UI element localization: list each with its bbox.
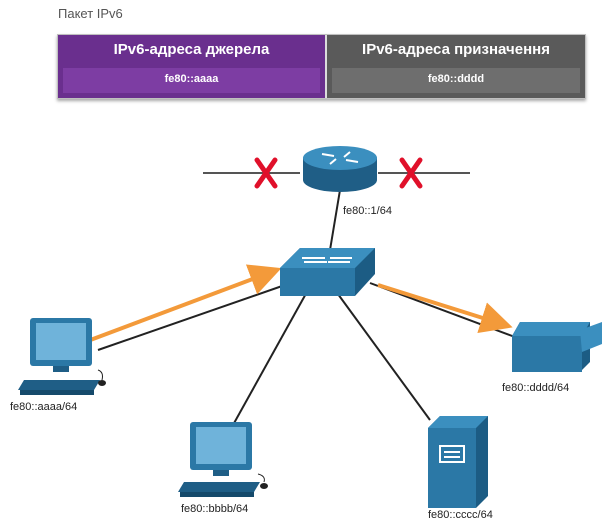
pc-b-address-label: fe80::bbbb/64 (181, 503, 249, 515)
printer-address-label: fe80::dddd/64 (502, 382, 570, 394)
blocked-left-x-icon (254, 157, 278, 189)
pc-b-icon[interactable] (178, 422, 268, 497)
blocked-right-x-icon (399, 157, 423, 189)
destination-address-value: fe80::dddd (332, 68, 580, 93)
link-pc-b (232, 289, 309, 426)
flow-arrow-to-switch (84, 264, 282, 344)
router-switch-link (329, 189, 341, 251)
destination-address-field: IPv6-адреса призначення fe80::dddd (327, 35, 585, 98)
pc-source-icon[interactable] (18, 318, 106, 395)
source-address-value: fe80::aaaa (63, 68, 320, 93)
destination-address-header: IPv6-адреса призначення (362, 41, 550, 58)
source-address-field: IPv6-адреса джерела fe80::aaaa (58, 35, 325, 98)
link-server (334, 289, 431, 421)
server-icon[interactable] (428, 416, 488, 508)
source-address-header: IPv6-адреса джерела (113, 41, 270, 58)
printer-icon[interactable] (512, 322, 602, 372)
server-address-label: fe80::cccc/64 (428, 509, 493, 521)
router-icon[interactable] (303, 146, 377, 192)
packet-title: Пакет IPv6 (58, 6, 123, 21)
link-pc-source (97, 284, 286, 351)
flow-arrow-to-printer (377, 283, 513, 334)
switch-icon[interactable] (280, 248, 375, 296)
ipv6-packet: IPv6-адреса джерела fe80::aaaa IPv6-адре… (57, 34, 586, 99)
pc-source-address-label: fe80::aaaa/64 (10, 401, 78, 413)
router-address-label: fe80::1/64 (343, 205, 392, 217)
